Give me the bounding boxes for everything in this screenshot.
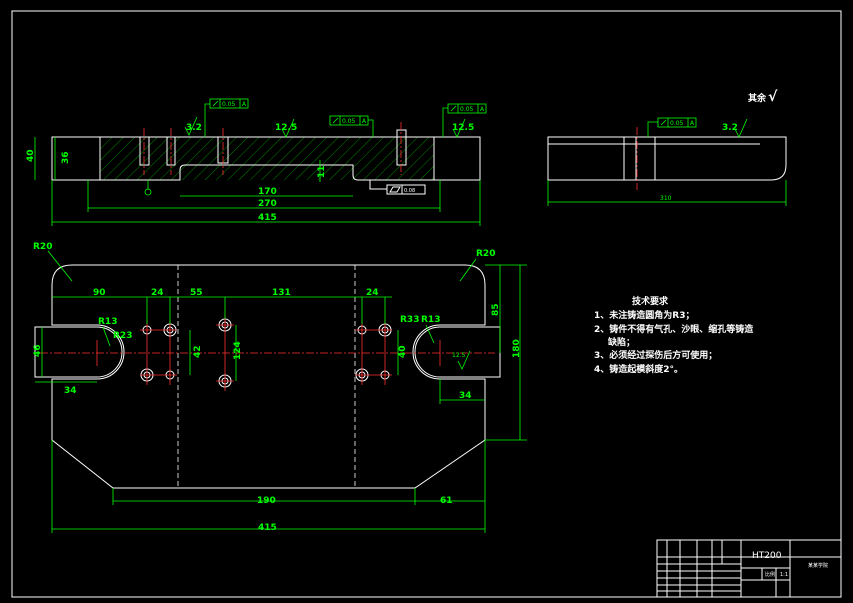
- dim-24-left: 24: [151, 288, 164, 298]
- radius-r33-right: R33: [400, 315, 419, 325]
- svg-text:0.05: 0.05: [222, 101, 236, 108]
- notes-title: 技术要求: [632, 295, 669, 307]
- company-name: 某某学院: [808, 562, 828, 569]
- dim-24-right: 24: [366, 288, 379, 298]
- dim-55: 55: [190, 288, 203, 298]
- roughness-12-5-a: 12.5: [275, 123, 297, 133]
- dim-34-left: 34: [64, 386, 77, 396]
- dim-90: 90: [93, 288, 106, 298]
- dim-124: 124: [233, 341, 243, 360]
- dim-length-415: 415: [258, 213, 277, 223]
- flatness-frame: 0.08: [369, 180, 426, 195]
- tolerance-frame-2: 0.05 A: [329, 115, 374, 137]
- dim-34-right: 34: [459, 391, 472, 401]
- dim-height-36: 36: [61, 151, 71, 164]
- front-section-view: 40 36 11 170 270 415 3.2 12.5 12.5 0.05 …: [26, 98, 487, 226]
- plan-roughness: 12.5: [452, 352, 466, 359]
- dim-40: 40: [398, 345, 408, 358]
- radius-r20-right: R20: [476, 249, 495, 259]
- ratio-value: 1:1: [780, 572, 788, 578]
- material-label: HT200: [752, 551, 782, 561]
- ratio-label: 比例: [765, 571, 775, 578]
- svg-text:A: A: [480, 106, 485, 113]
- radius-r20-left: R20: [33, 242, 52, 252]
- sheet-border: [11, 10, 842, 598]
- radius-r13-right: R13: [421, 315, 440, 325]
- tolerance-frame-3: 0.05 A: [442, 103, 487, 137]
- dim-height-40: 40: [26, 149, 36, 162]
- dim-415-bottom: 415: [258, 523, 277, 533]
- note-2-cont: 缺陷；: [607, 336, 635, 348]
- dim-190: 190: [257, 496, 276, 506]
- svg-text:A: A: [242, 101, 247, 108]
- roughness-12-5-b: 12.5: [452, 123, 474, 133]
- svg-text:0.05: 0.05: [460, 106, 474, 113]
- svg-text:√: √: [768, 89, 778, 105]
- side-tolerance-frame: 0.05 A: [647, 117, 697, 137]
- svg-text:0.08: 0.08: [404, 188, 415, 194]
- note-3: 3、必须经过探伤后方可使用；: [594, 349, 717, 361]
- dim-length-170: 170: [258, 187, 277, 197]
- dim-depth-11: 11: [317, 165, 327, 178]
- side-view: 310 0.05 A 3.2: [547, 117, 787, 206]
- svg-text:0.05: 0.05: [342, 118, 356, 125]
- dim-131: 131: [272, 288, 291, 298]
- radius-r13-left: R13: [98, 317, 117, 327]
- title-block: HT200 某某学院 比例 1:1: [656, 539, 842, 598]
- side-width-dim: 310: [660, 195, 672, 202]
- general-roughness: 其余 √: [748, 89, 778, 105]
- svg-text:A: A: [690, 120, 695, 127]
- dim-180: 180: [512, 339, 522, 358]
- dim-46: 46: [33, 344, 43, 357]
- dim-61: 61: [440, 496, 453, 506]
- plan-view: R20 R20 R13 R23 R33 R13 90 24 55 131 24 …: [33, 242, 527, 533]
- svg-text:0.05: 0.05: [670, 120, 684, 127]
- svg-text:A: A: [362, 118, 367, 125]
- note-4: 4、铸造起模斜度2°。: [594, 363, 683, 375]
- dim-length-270: 270: [258, 199, 277, 209]
- side-roughness: 3.2: [722, 123, 738, 133]
- radius-r23-left: R23: [113, 331, 132, 341]
- roughness-3-2: 3.2: [186, 123, 202, 133]
- svg-text:其余: 其余: [748, 92, 767, 104]
- front-hatch: [100, 137, 434, 180]
- technical-requirements: 技术要求 1、未注铸造圆角为R3； 2、铸件不得有气孔、沙眼、缩孔等铸造 缺陷；…: [594, 295, 754, 375]
- tolerance-frame-1: 0.05 A: [204, 98, 249, 137]
- dim-85: 85: [491, 303, 501, 316]
- note-2: 2、铸件不得有气孔、沙眼、缩孔等铸造: [594, 323, 754, 335]
- dim-42: 42: [193, 345, 203, 358]
- note-1: 1、未注铸造圆角为R3；: [594, 309, 694, 321]
